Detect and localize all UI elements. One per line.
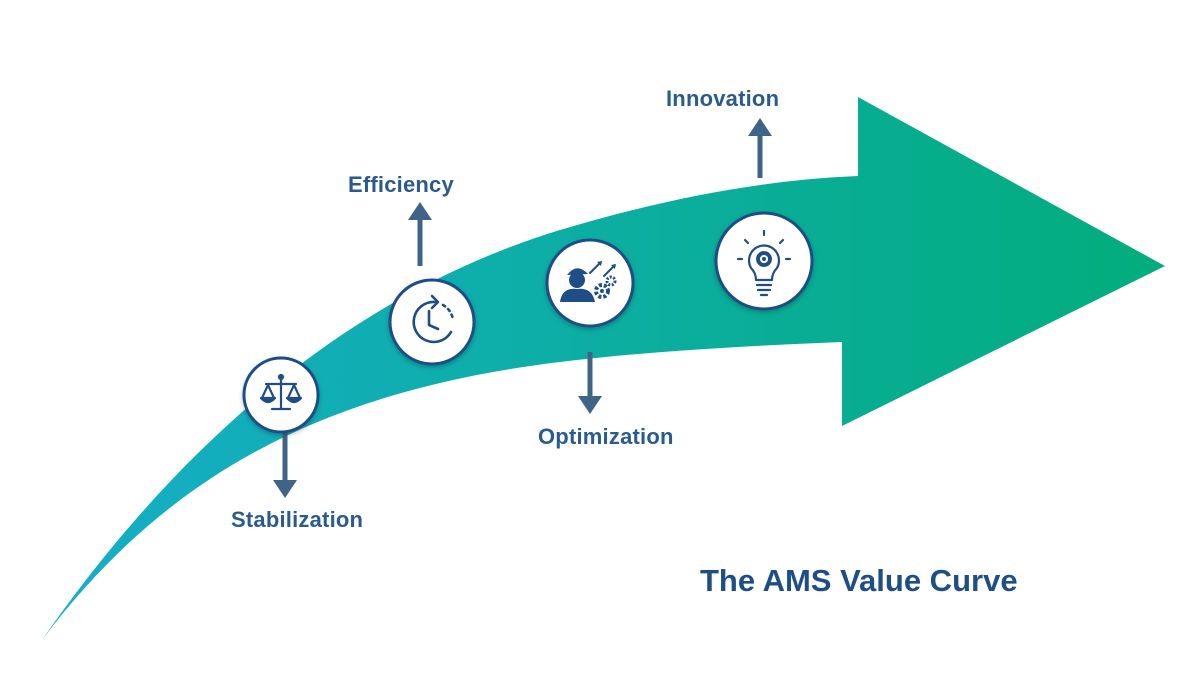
innovation-node [714,211,814,311]
stabilization-pointer [273,432,297,498]
stabilization-node [242,356,320,434]
innovation-label: Innovation [666,86,780,111]
efficiency-node [388,278,476,366]
clock-cycle-icon [412,294,455,344]
stabilization-label: Stabilization [231,507,364,532]
efficiency-label: Efficiency [348,172,454,197]
lightbulb-gear-icon [736,229,792,297]
balance-scale-icon [259,373,303,411]
value-curve-arrow [42,97,1165,640]
diagram-title: The AMS Value Curve [700,563,1018,598]
optimization-pointer [578,352,602,414]
optimization-label: Optimization [538,424,674,449]
efficiency-pointer [408,202,432,266]
optimization-node [545,238,635,328]
innovation-pointer [748,118,772,178]
person-gears-icon [560,261,617,302]
